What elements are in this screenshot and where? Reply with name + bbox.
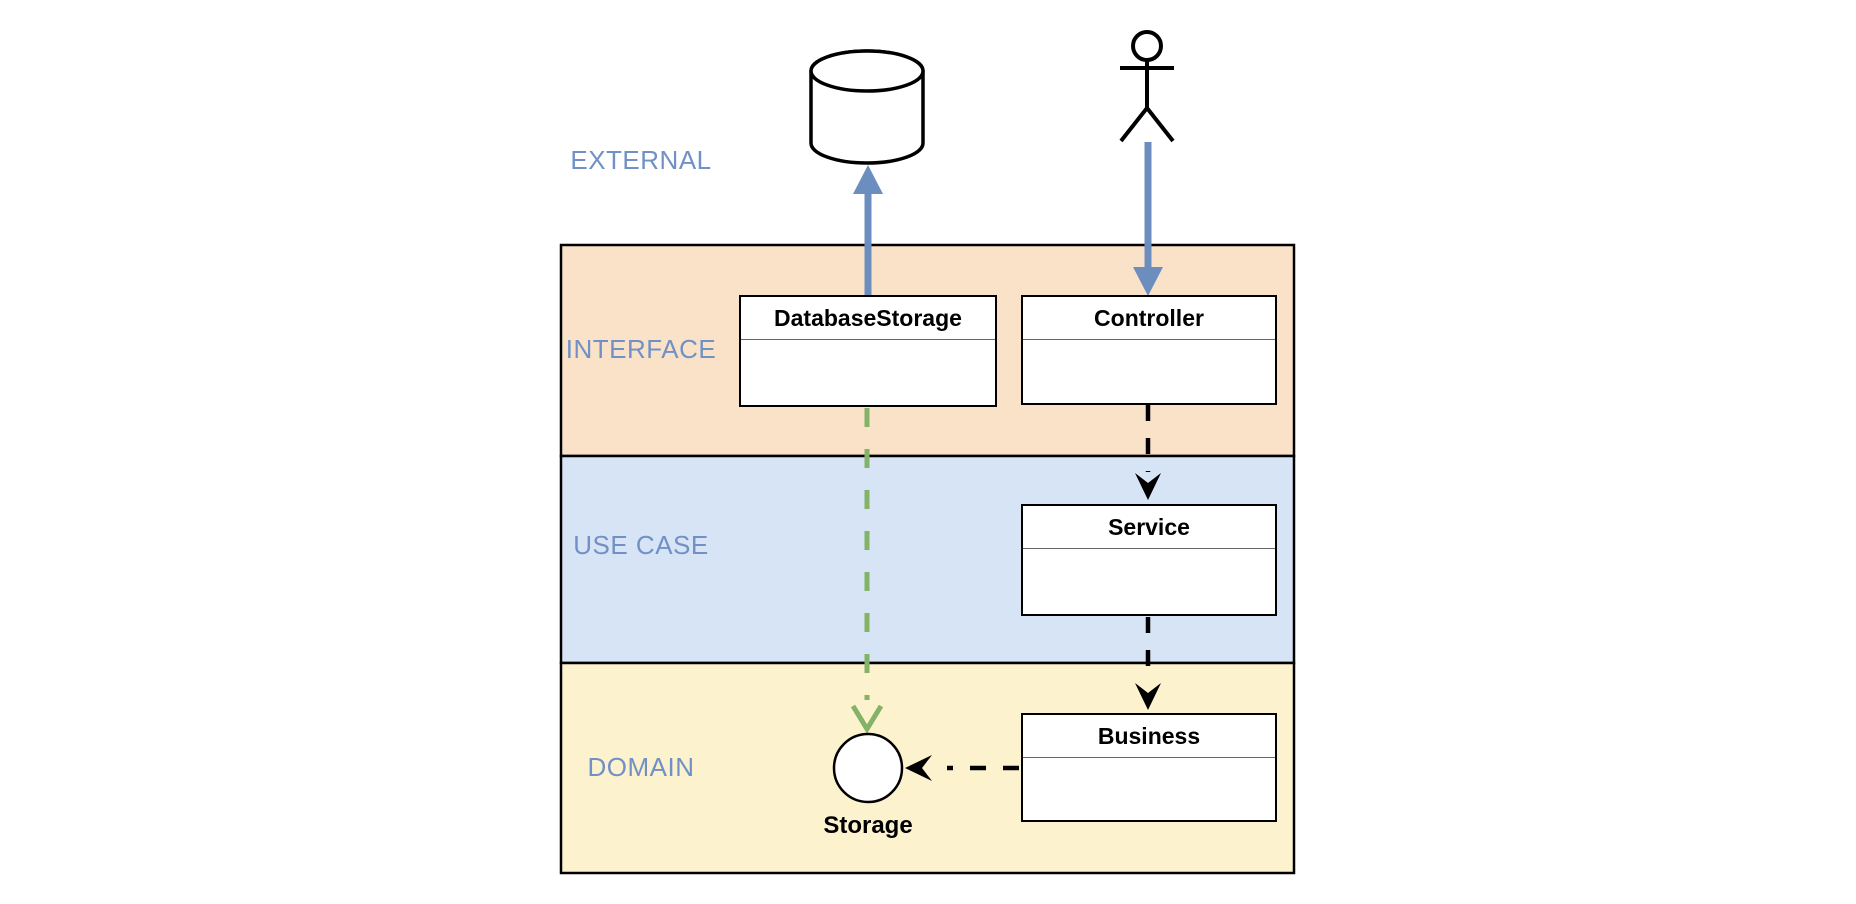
- node-business: Business: [1021, 713, 1277, 822]
- layer-label-domain: DOMAIN: [587, 752, 695, 782]
- layer-label-interface: INTERFACE: [565, 334, 717, 364]
- arrowhead-down: [1133, 267, 1163, 296]
- edge-controller-to-service: [1135, 405, 1161, 500]
- arrowhead-up: [853, 165, 883, 194]
- arrowhead-left: [905, 755, 932, 781]
- actor-right-leg: [1145, 106, 1175, 143]
- actor-stick-figure-icon: [1119, 30, 1175, 143]
- node-databasestorage: DatabaseStorage: [739, 295, 997, 407]
- storage-node-label: Storage: [823, 812, 913, 839]
- layer-label-use-case: USE CASE: [573, 530, 709, 560]
- edge-databasestorage-to-storage: [850, 408, 884, 734]
- edge-user-to-controller: [1133, 142, 1163, 296]
- arrowhead-down: [1135, 473, 1161, 500]
- edge-business-to-storage: [905, 755, 1019, 781]
- arrowhead-down: [1135, 683, 1161, 710]
- database-cylinder-icon: [809, 49, 925, 165]
- node-controller: Controller: [1021, 295, 1277, 405]
- node-business-title: Business: [1023, 715, 1275, 758]
- node-service: Service: [1021, 504, 1277, 616]
- arrowhead-open-down: [850, 704, 884, 734]
- node-service-title: Service: [1023, 506, 1275, 549]
- layer-label-external: EXTERNAL: [570, 145, 712, 175]
- node-controller-title: Controller: [1023, 297, 1275, 340]
- edge-service-to-business: [1135, 617, 1161, 710]
- edge-databasestorage-to-database: [853, 165, 883, 296]
- actor-head: [1131, 30, 1163, 62]
- database-cylinder-top: [809, 49, 925, 93]
- actor-left-leg: [1119, 106, 1149, 143]
- storage-circle-node: [832, 732, 904, 804]
- node-databasestorage-title: DatabaseStorage: [741, 297, 995, 340]
